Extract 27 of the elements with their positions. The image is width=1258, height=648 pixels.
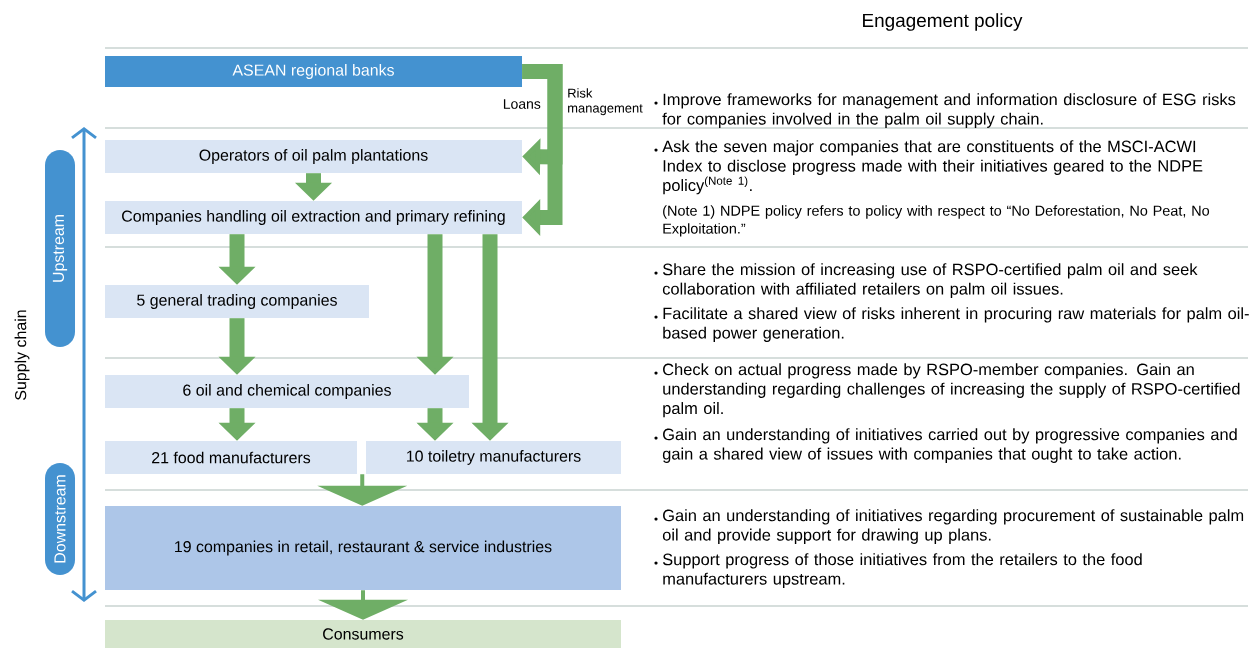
annotation-text: Loans <box>503 99 541 109</box>
axis-label: Supply chain <box>14 310 30 400</box>
arrow <box>317 474 408 506</box>
process-box: Consumers <box>105 620 621 648</box>
process-box: 5 general trading companies <box>105 285 369 318</box>
process-box: Companies handling oil extraction and primary refining <box>105 201 522 234</box>
bullet-text: Facilitate a shared view of risks inherent in procuring raw materials for palm oil-based power generation. <box>663 307 1249 342</box>
bullet-text: Support progress of those initiatives from the retailers to the food manufacturers upstream. <box>662 553 1142 588</box>
bullet-text: Improve frameworks for management and information disclosure of ESG risks for companies involved in the palm oil supply chain. <box>662 93 1236 128</box>
process-box: 10 toiletry manufacturers <box>366 441 621 474</box>
stage-pill: Downstream <box>45 463 75 575</box>
bullet-text: Gain an understanding of initiatives regarding procurement of sustainable palm oil and provide support for drawing up plans. <box>662 509 1244 544</box>
process-box: 6 oil and chemical companies <box>105 375 469 408</box>
process-box: ASEAN regional banks <box>105 56 522 87</box>
bullet-text: Ask the seven major companies that are constituents of the MSCI-ACWI Index to disclose progress made with their initiatives geared to the NDPE policy$^{(Note 1)}$. <box>662 140 1203 195</box>
process-box: 21 food manufacturers <box>105 441 357 474</box>
bullet-text: Share the mission of increasing use of RSPO-certified palm oil and seek collaboration with affiliated retailers on palm oil issues. <box>662 263 1198 298</box>
heading: Engagement policy <box>863 13 1023 31</box>
process-box: 19 companies in retail, restaurant & service industries <box>105 506 621 590</box>
arrow <box>522 64 563 237</box>
footnote: (Note 1) NDPE policy refers to policy with respect to “No Deforestation, No Peat, No Exploitation.” <box>663 205 1210 237</box>
stage-pill: Upstream <box>45 150 75 347</box>
bullet-text: Gain an understanding of initiatives carried out by progressive companies and gain a shared view of issues with companies that ought to take action. <box>662 428 1237 463</box>
annotation-text: Risk management <box>568 88 643 116</box>
process-box: Operators of oil palm plantations <box>105 140 522 173</box>
arrow <box>318 590 408 620</box>
bullet-text: Check on actual progress made by RSPO-member companies. Gain an understanding regarding challenges of increasing the supply of RSPO-certified palm oil. <box>663 363 1240 418</box>
